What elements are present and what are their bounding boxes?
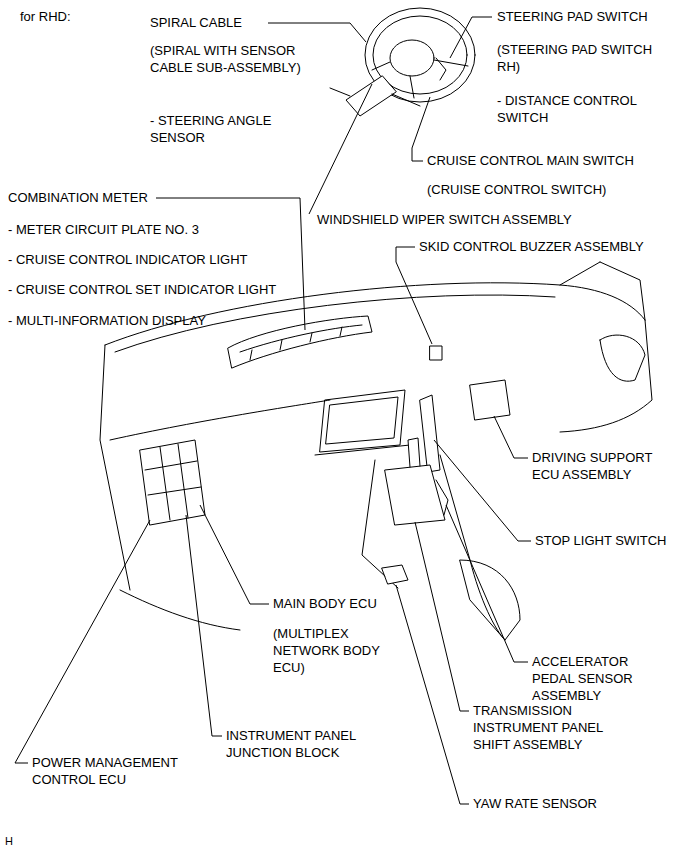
center-console <box>440 455 505 640</box>
part-label: SPIRAL CABLE <box>150 14 242 31</box>
part-label: STOP LIGHT SWITCH <box>535 532 666 549</box>
part-label: SKID CONTROL BUZZER ASSEMBLY <box>419 238 644 255</box>
meter-detail <box>240 325 362 360</box>
part-label: (MULTIPLEX NETWORK BODY ECU) <box>273 625 388 676</box>
combination-meter <box>228 316 372 368</box>
part-label: WINDSHIELD WIPER SWITCH ASSEMBLY <box>317 211 572 228</box>
door-panel <box>100 345 130 590</box>
part-label: - CRUISE CONTROL INDICATOR LIGHT <box>8 251 248 268</box>
dashboard-edge <box>110 400 330 440</box>
shift-assembly <box>385 438 445 525</box>
leader-line <box>15 520 150 763</box>
part-label: CRUISE CONTROL MAIN SWITCH <box>427 152 634 169</box>
yaw-rate-sensor <box>382 565 408 584</box>
part-label: - METER CIRCUIT PLATE NO. 3 <box>8 221 199 238</box>
floor-line <box>120 590 240 630</box>
part-label: COMBINATION METER <box>8 189 148 206</box>
leader-line <box>494 416 528 458</box>
part-label: - MULTI-INFORMATION DISPLAY <box>8 312 206 329</box>
part-label: POWER MANAGEMENT CONTROL ECU <box>32 754 187 788</box>
leader-line <box>309 84 372 214</box>
leader-line <box>200 505 269 604</box>
stop-light-switch <box>420 395 440 472</box>
part-label: - CRUISE CONTROL SET INDICATOR LIGHT <box>8 281 276 298</box>
part-label: (CRUISE CONTROL SWITCH) <box>427 181 606 198</box>
leader-line <box>434 440 531 541</box>
part-label: INSTRUMENT PANEL JUNCTION BLOCK <box>226 727 366 761</box>
dashboard-edge <box>560 320 652 432</box>
dashboard-edge <box>315 445 410 455</box>
leader-line <box>396 247 432 344</box>
skid-control-buzzer <box>430 346 442 360</box>
accelerator-pedal-sensor <box>436 480 448 515</box>
leader-line <box>268 23 366 42</box>
leader-line <box>450 17 492 58</box>
page-title: for RHD: <box>20 8 71 25</box>
armrest <box>460 560 520 640</box>
spiral-cable <box>390 40 434 76</box>
part-label: - STEERING ANGLE SENSOR <box>150 112 300 146</box>
part-label: (SPIRAL WITH SENSOR CABLE SUB-ASSEMBLY) <box>150 42 315 76</box>
leader-line <box>186 515 222 736</box>
ecu-housing <box>140 440 205 525</box>
steering-column <box>346 76 396 116</box>
air-vent <box>600 335 645 381</box>
ecu-detail <box>145 444 201 520</box>
center-display <box>320 390 405 452</box>
leader-line <box>412 97 430 161</box>
part-label: ACCELERATOR PEDAL SENSOR ASSEMBLY <box>532 653 667 704</box>
part-label: YAW RATE SENSOR <box>473 795 597 812</box>
part-label: TRANSMISSION INSTRUMENT PANEL SHIFT ASSE… <box>473 702 613 753</box>
pillar <box>560 262 645 320</box>
leader-line <box>446 505 528 662</box>
part-label: DRIVING SUPPORT ECU ASSEMBLY <box>532 449 667 483</box>
part-label: MAIN BODY ECU <box>273 595 377 612</box>
part-label: (STEERING PAD SWITCH RH) <box>497 41 669 75</box>
part-label: - DISTANCE CONTROL SWITCH <box>497 92 657 126</box>
leader-lines <box>15 17 531 804</box>
leader-line <box>415 522 469 711</box>
part-label: STEERING PAD SWITCH <box>497 8 648 25</box>
driving-support-ecu <box>470 380 510 420</box>
leader-line <box>396 585 469 804</box>
switch-lever <box>330 58 446 106</box>
center-display <box>326 397 398 444</box>
figure-code: H <box>5 833 13 850</box>
